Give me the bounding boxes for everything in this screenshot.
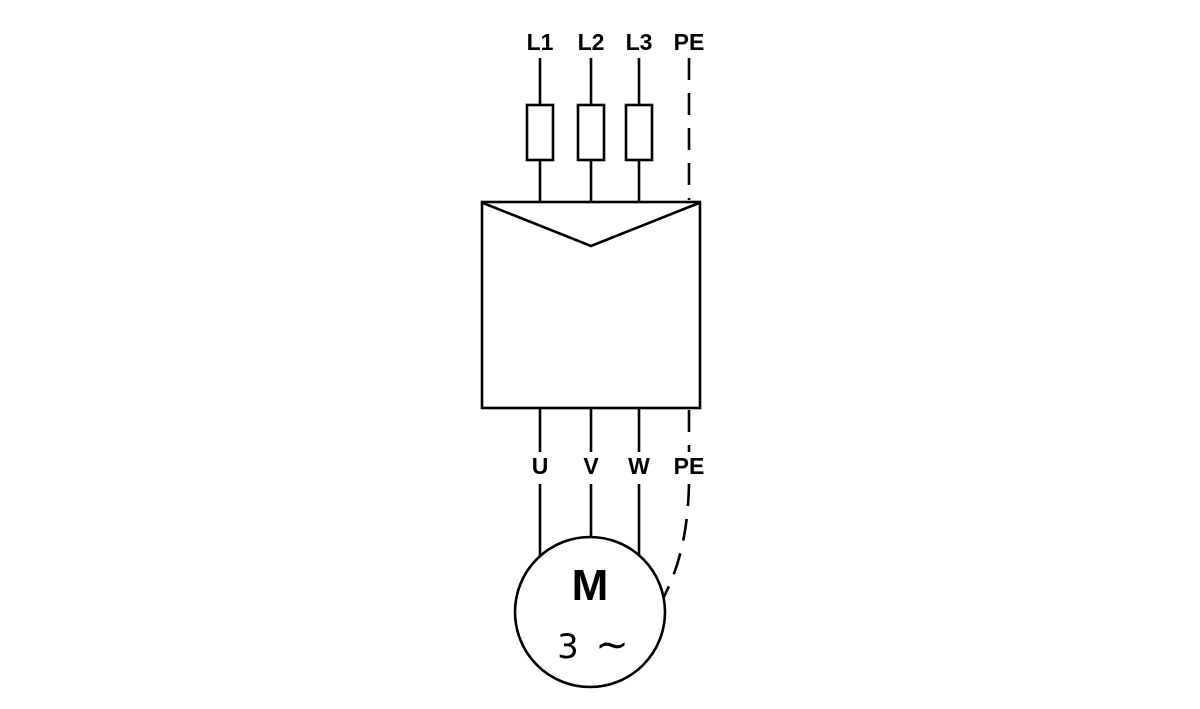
control-box: [480, 200, 702, 410]
motor-terminal-labels: U V W PE: [532, 453, 705, 479]
motor-circle: [513, 535, 667, 689]
motor-symbol: M 3 ∼: [513, 535, 667, 689]
supply-label-l2: L2: [578, 29, 605, 55]
terminal-label-pe: PE: [674, 453, 705, 479]
terminal-label-u: U: [532, 453, 549, 479]
supply-label-l3: L3: [626, 29, 653, 55]
supply-label-pe: PE: [674, 29, 705, 55]
fuse-l1: [525, 103, 555, 162]
control-box-group: [480, 200, 702, 410]
terminal-label-w: W: [628, 453, 650, 479]
motor-designation: M: [572, 561, 609, 610]
motor-phase-count: 3: [557, 627, 579, 667]
lower-stub-conductors: [538, 408, 691, 452]
ac-waveform-symbol: ∼: [595, 622, 629, 668]
mid-phase-conductors: [538, 160, 641, 203]
supply-label-l1: L1: [527, 29, 554, 55]
fuses: [525, 103, 654, 162]
fuse-l2: [576, 103, 606, 162]
fuse-l3: [624, 103, 654, 162]
control-box-flap: [482, 201, 700, 248]
pe-conductor-dashed-lower: [658, 483, 691, 605]
terminal-label-v: V: [583, 453, 599, 479]
upper-phase-conductors: [538, 58, 691, 200]
supply-labels: L1 L2 L3 PE: [527, 29, 705, 55]
